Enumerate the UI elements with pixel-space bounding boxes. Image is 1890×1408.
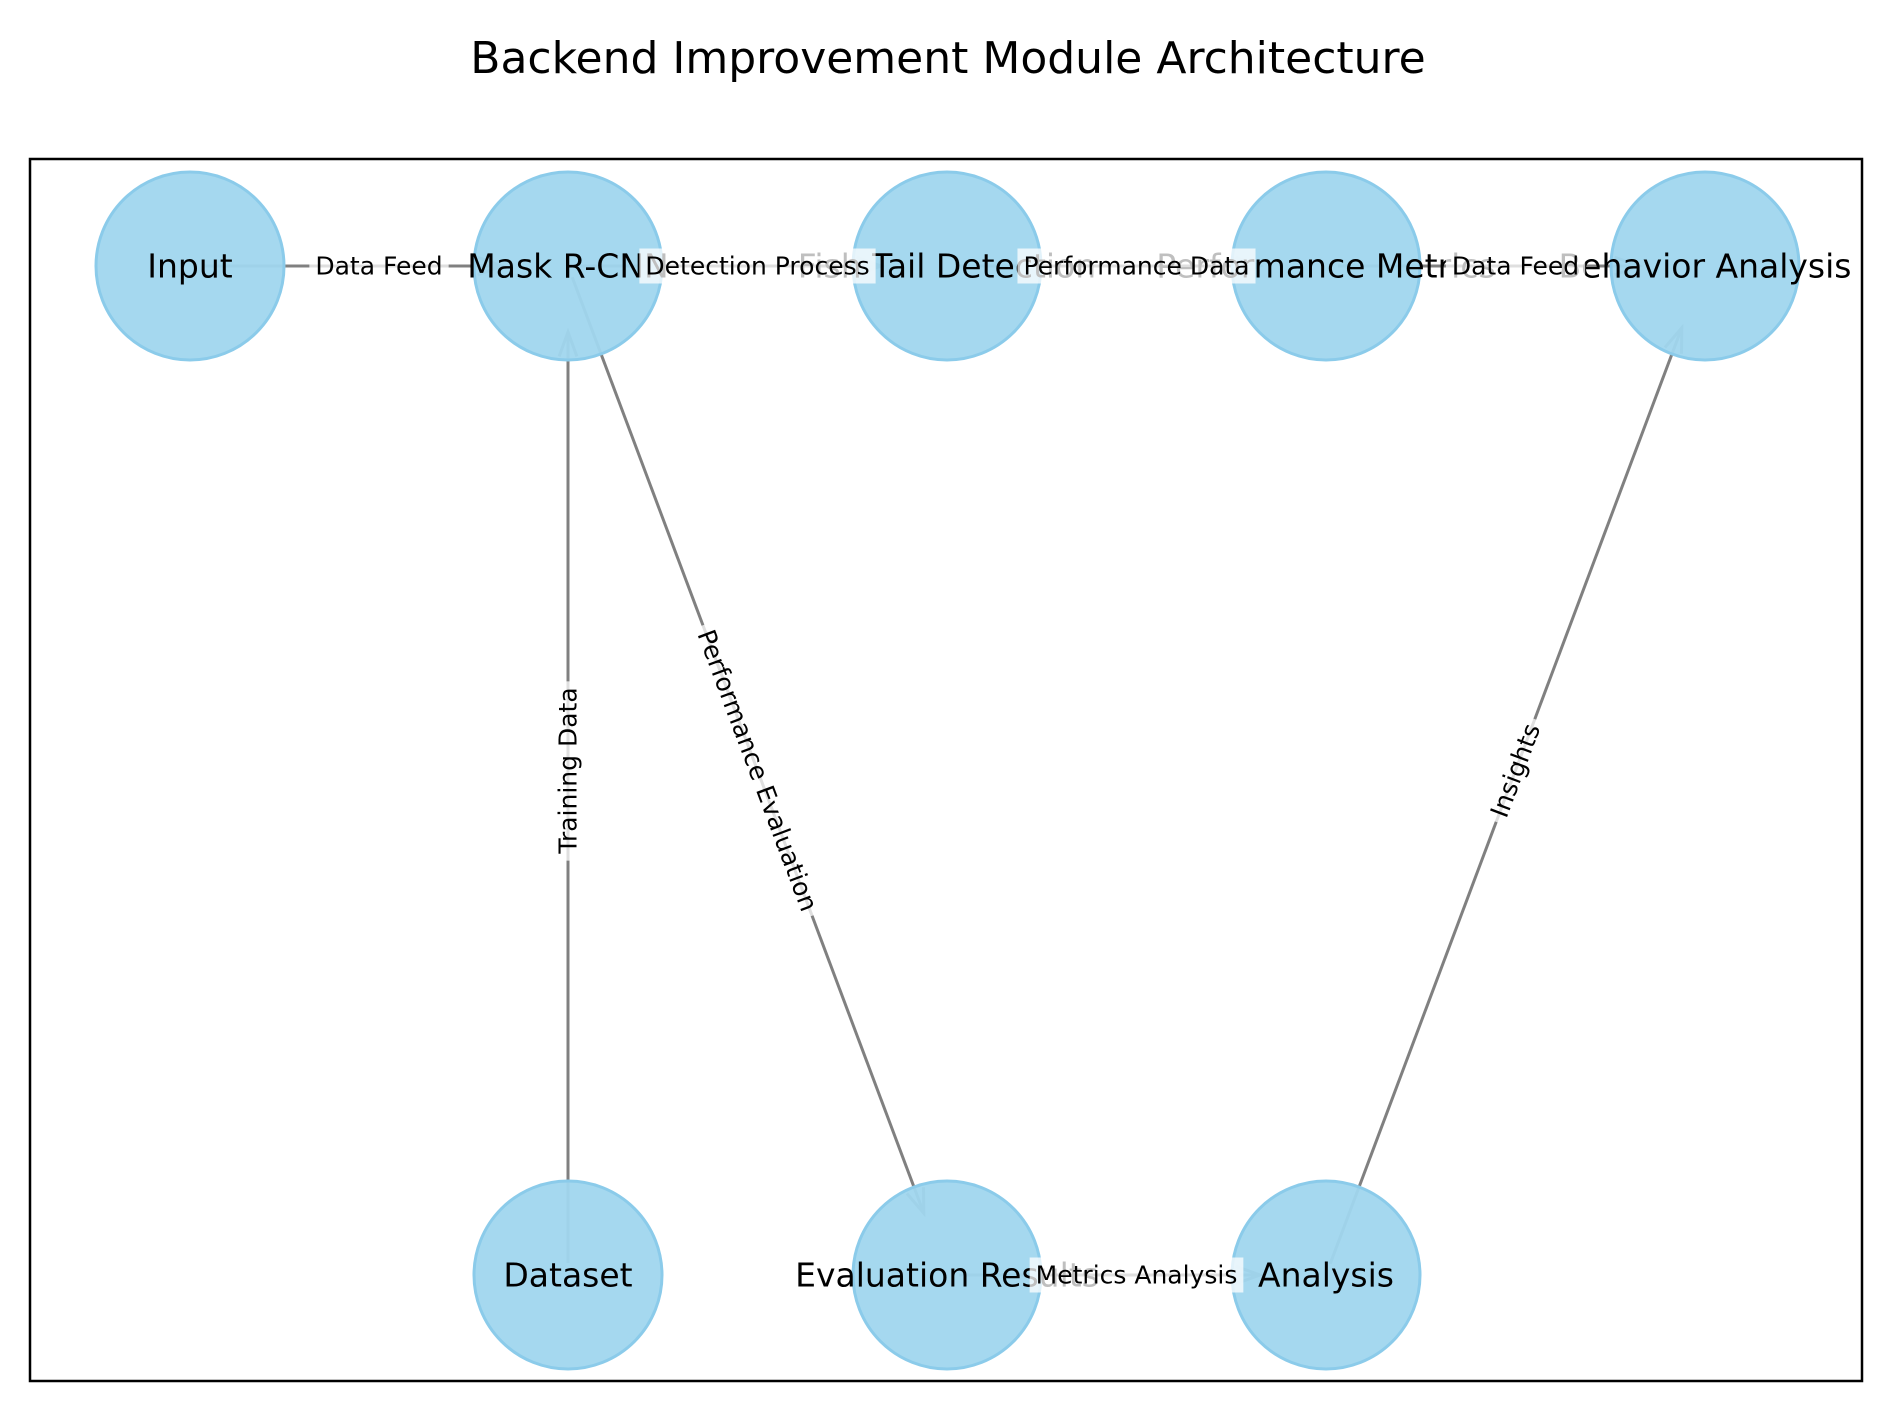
node-input: Input — [94, 170, 286, 362]
node-label: Dataset — [503, 1256, 632, 1295]
node-analysis: Analysis — [1230, 1179, 1422, 1371]
edge-label-group: Insights — [1479, 712, 1552, 829]
node-circle — [94, 170, 286, 362]
edge-label-group: Detection Process — [639, 248, 876, 284]
edge-label: Performance Data — [1023, 252, 1249, 281]
node-label: Analysis — [1258, 1256, 1394, 1295]
edge-labels-layer: Data Feed Detection Process Performance Da… — [309, 248, 1586, 1293]
edge-label: Detection Process — [645, 252, 869, 281]
edge-label-background — [550, 681, 586, 861]
edge-label-background — [1479, 712, 1552, 829]
edge-label-group: Training Data — [550, 681, 586, 861]
edge-label-group: Metrics Analysis — [1029, 1257, 1244, 1293]
edges-layer — [202, 255, 1684, 1286]
edge-label: Insights — [1485, 720, 1547, 822]
edge-label-background — [309, 248, 449, 284]
diagram-title: Backend Improvement Module Architecture — [470, 33, 1425, 84]
edge-label-background — [639, 248, 876, 284]
node-mask-rcnn: Mask R-CNN — [467, 170, 669, 362]
node-circle — [1609, 170, 1801, 362]
edge-label-group: Performance Data — [1017, 248, 1256, 284]
edge-label-background — [686, 619, 829, 922]
edge-label: Training Data — [554, 687, 583, 854]
edge-label: Data Feed — [315, 252, 442, 281]
node-dataset: Dataset — [472, 1179, 664, 1371]
diagram-frame — [28, 157, 1864, 1383]
edge-label-group: Performance Evaluation — [686, 619, 829, 922]
edge-label: Data Feed — [1452, 252, 1579, 281]
node-behavior: Behavior Analysis — [1559, 170, 1852, 362]
edge-label-background — [1029, 1257, 1244, 1293]
edge-label-group: Data Feed — [309, 248, 449, 284]
node-label: Behavior Analysis — [1559, 247, 1852, 286]
edge-label-group: Data Feed — [1445, 248, 1586, 284]
node-label: Input — [147, 247, 233, 286]
edge-label-background — [1445, 248, 1586, 284]
edge-label-background — [1017, 248, 1256, 284]
edge-label: Performance Evaluation — [691, 626, 823, 915]
edge-label: Metrics Analysis — [1036, 1261, 1238, 1290]
node-circle — [472, 1179, 664, 1371]
node-label: Mask R-CNN — [467, 247, 668, 286]
